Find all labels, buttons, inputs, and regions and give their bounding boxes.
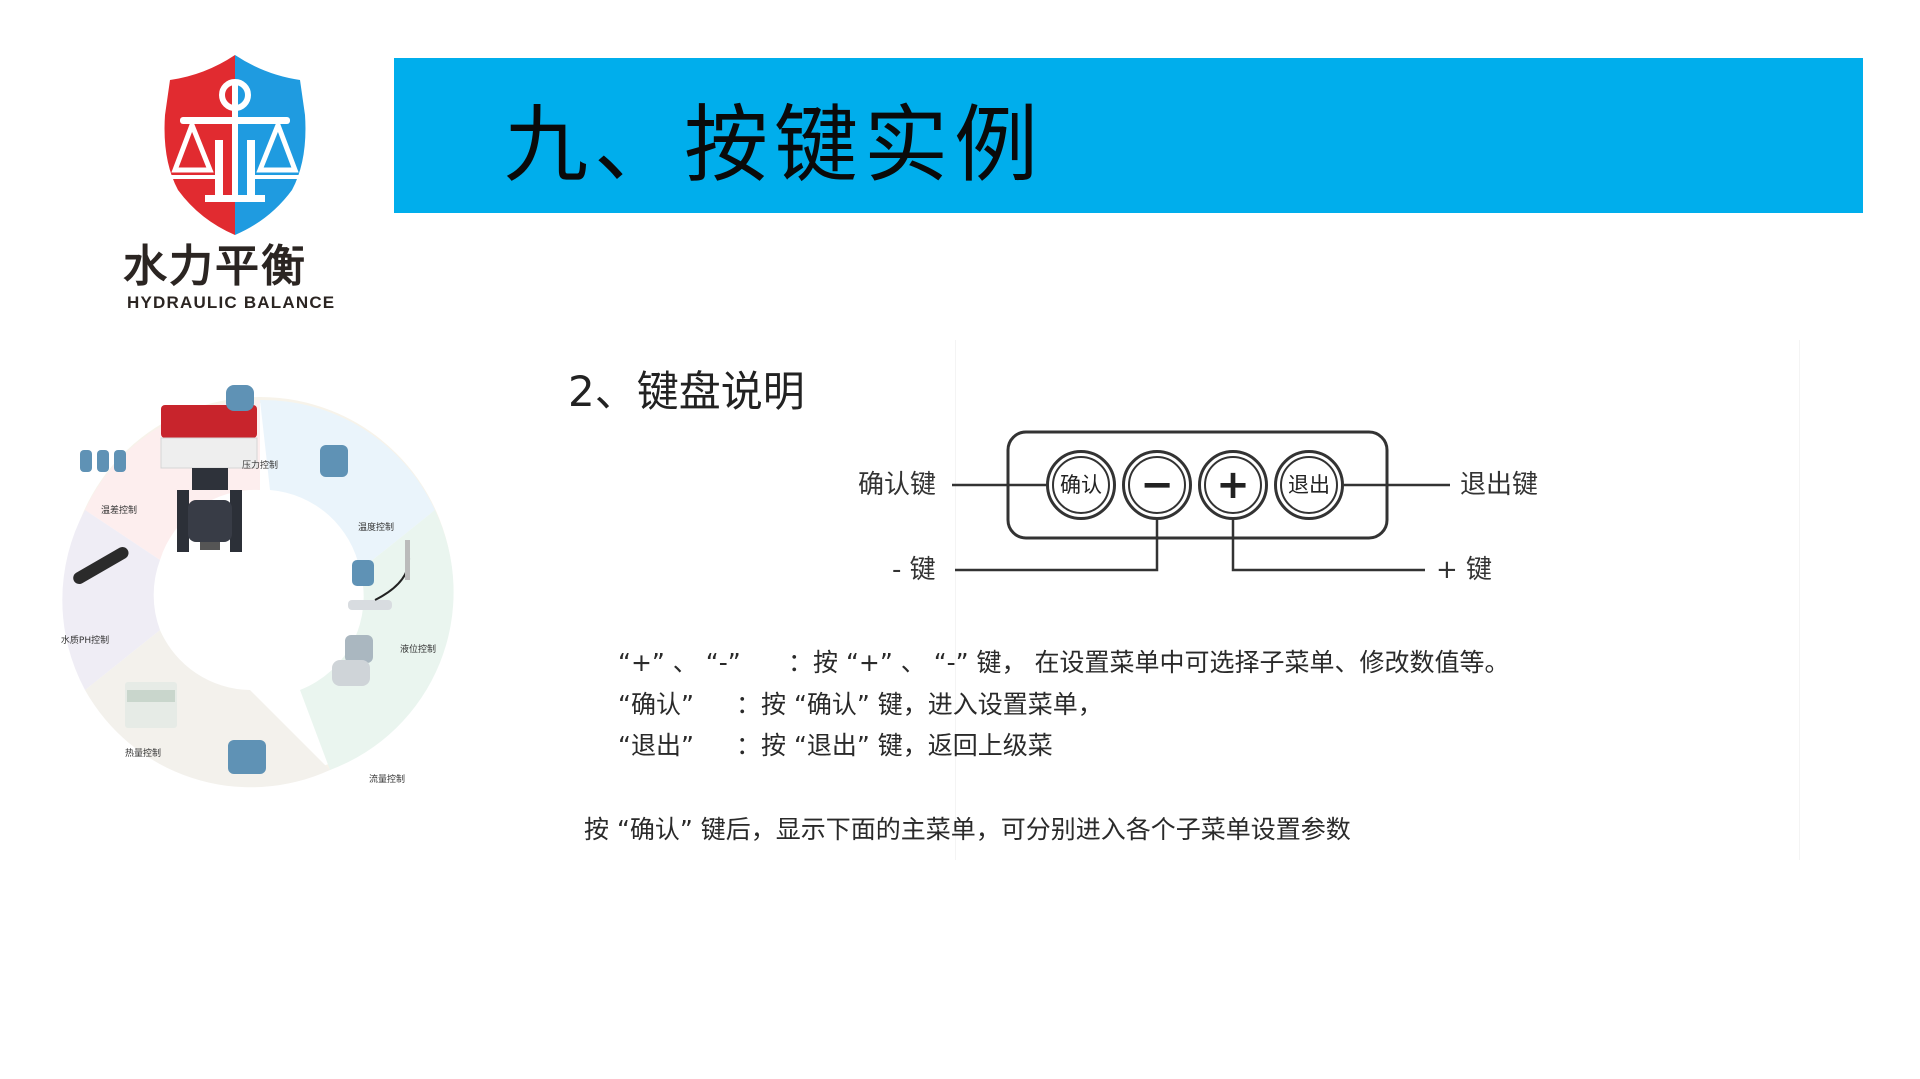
logo-name-en: HYDRAULIC BALANCE — [127, 293, 336, 312]
keyboard-connector-lines — [952, 430, 1450, 572]
product-label-temperature: 温度控制 — [357, 523, 395, 533]
confirm-button-label: 确认 — [1060, 472, 1102, 497]
description-text: ：按 “退出” 键，返回上级菜 — [736, 731, 1053, 760]
logo-name-cn: 水力平衡 — [123, 241, 307, 292]
description-exit: “退出” ：按 “退出” 键，返回上级菜 — [618, 731, 1053, 761]
product-label-pressure: 压力控制 — [241, 461, 279, 471]
description-text: ：按 “确认” 键，进入设置菜单， — [736, 690, 1103, 719]
plus-button[interactable]: + — [1198, 450, 1268, 520]
minus-button[interactable]: − — [1122, 450, 1192, 520]
exit-button-label: 退出 — [1288, 472, 1330, 497]
content-image-frame — [955, 340, 1800, 860]
product-label-temp-diff: 温差控制 — [100, 506, 138, 516]
product-label-level: 液位控制 — [399, 645, 437, 655]
description-key: “退出” — [618, 731, 694, 760]
product-label-heat: 热量控制 — [124, 749, 162, 759]
scale-shield-icon — [164, 55, 306, 235]
plus-icon: + — [1216, 462, 1250, 508]
product-circle-graphic: 压力控制 温度控制 液位控制 流量控制 热量控制 水质PH控制 温差控制 — [30, 360, 490, 820]
keyboard-diagram: 确认键 - 键 退出键 + 键 确认 − + 退出 — [840, 420, 1540, 600]
description-key: “+” 、 “-” — [618, 648, 741, 677]
company-logo: 水力平衡 HYDRAULIC BALANCE — [115, 45, 360, 320]
label-exit-key: 退出键 — [1460, 470, 1539, 500]
product-label-ph: 水质PH控制 — [60, 636, 110, 646]
label-minus-key: - 键 — [892, 555, 936, 585]
product-label-flow: 流量控制 — [368, 775, 406, 785]
exit-button[interactable]: 退出 — [1274, 450, 1344, 520]
confirm-button[interactable]: 确认 — [1046, 450, 1116, 520]
section-title: 2、键盘说明 — [568, 367, 805, 416]
label-plus-key: + 键 — [1436, 555, 1493, 585]
description-plus-minus: “+” 、 “-” ：按 “+” 、 “-” 键， 在设置菜单中可选择子菜单、修改… — [618, 648, 1510, 678]
description-key: “确认” — [618, 690, 694, 719]
label-confirm-key: 确认键 — [858, 470, 937, 500]
title-bar: 九、按键实例 — [394, 58, 1863, 213]
footer-note: 按 “确认” 键后，显示下面的主菜单，可分别进入各个子菜单设置参数 — [584, 815, 1351, 844]
page-title: 九、按键实例 — [504, 96, 1045, 194]
description-text: ：按 “+” 、 “-” 键， 在设置菜单中可选择子菜单、修改数值等。 — [788, 648, 1510, 677]
product-cycle-diagram — [62, 385, 454, 788]
minus-icon: − — [1140, 462, 1174, 508]
content-panel — [560, 340, 1800, 860]
description-confirm: “确认” ：按 “确认” 键，进入设置菜单， — [618, 690, 1103, 720]
